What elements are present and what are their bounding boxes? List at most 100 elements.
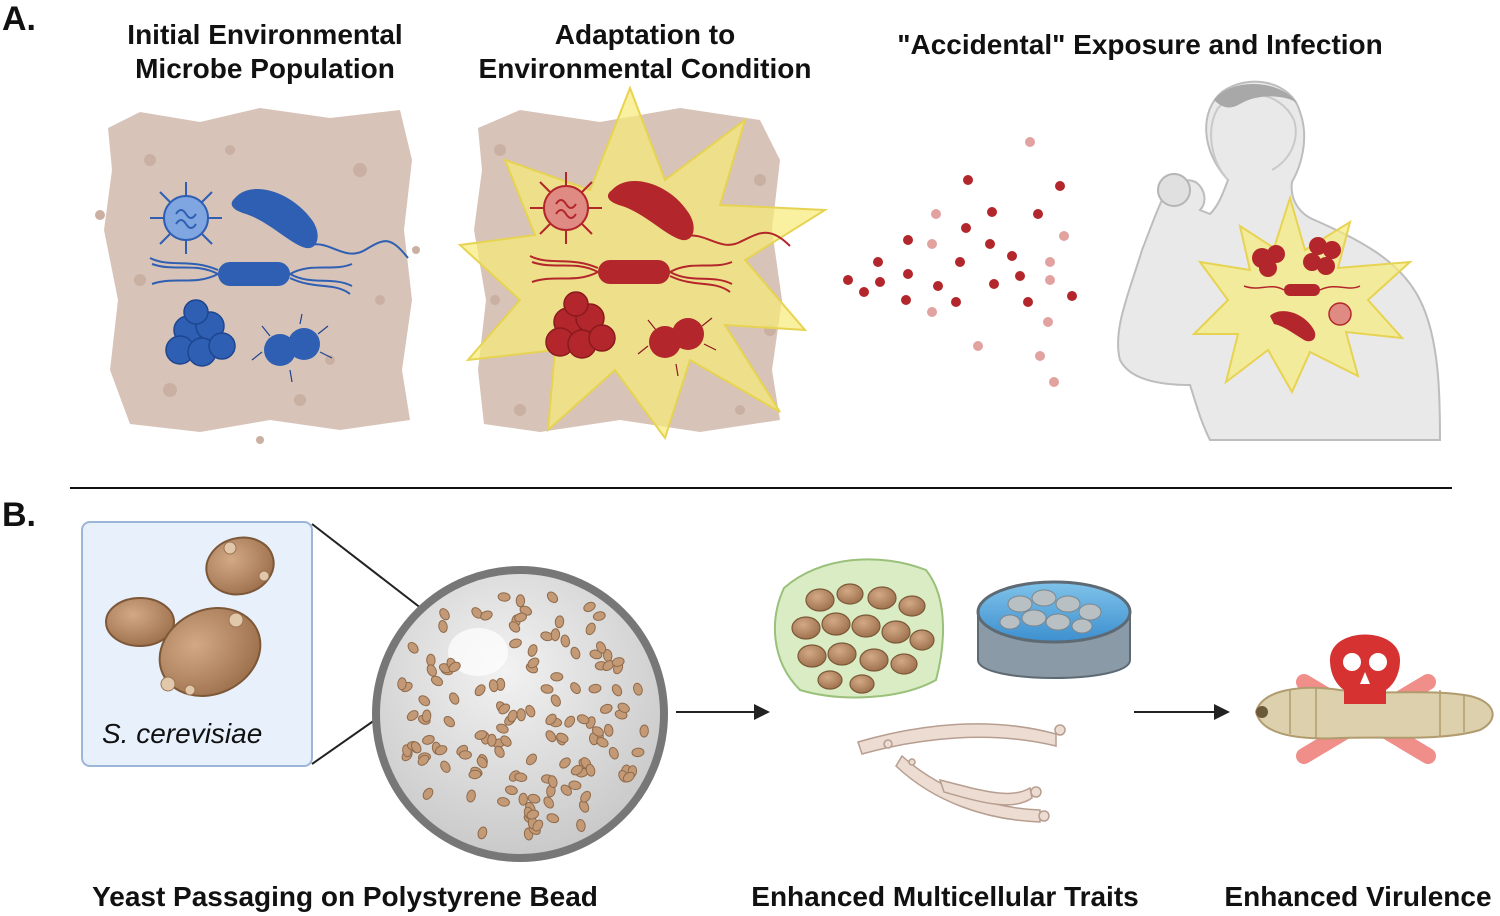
bead-yeast-cell [527, 644, 538, 657]
bead-yeast-cell [496, 723, 509, 734]
bead-yeast-cell [443, 715, 456, 728]
panel-b-letter: B. [2, 496, 36, 534]
step1-label-line2: Microbe Population [135, 53, 395, 84]
bead-yeast-cell [611, 684, 623, 697]
bead-yeast-cell [480, 610, 493, 621]
bead-yeast-cell [426, 664, 437, 677]
bead-yeast-cell [527, 657, 540, 669]
bead-yeast-cell [422, 734, 435, 745]
bead-yeast-cell [588, 683, 602, 694]
blue-diplococcus-icon [251, 313, 333, 383]
bead-yeast-cell [494, 745, 505, 758]
bead-yeast-cell [440, 760, 451, 773]
bead-yeast-cell [545, 713, 557, 726]
bead-yeast-cell [595, 641, 607, 654]
bead-yeast-cell [617, 702, 630, 713]
lung-microbes-group [1243, 237, 1361, 342]
step1-label-line1: Initial Environmental [127, 19, 403, 50]
bead-yeast-cell [591, 726, 604, 737]
bead-yeast-cell [417, 754, 430, 766]
pseudohyphae-chains [857, 723, 1066, 823]
bead-yeast-cell [556, 732, 569, 743]
bead-yeast-cell [397, 677, 407, 691]
bead-yeast-cell [498, 703, 511, 715]
bead-yeast-cell [622, 771, 635, 783]
bead-yeast-cell [487, 733, 497, 747]
step1-label: Initial Environmental Microbe Population [110, 18, 420, 86]
bead-yeast-cell [525, 704, 536, 718]
polystyrene-bead [372, 566, 668, 862]
bead-yeast-cell [466, 789, 476, 803]
bead-yeast-cell [547, 775, 558, 788]
red-rod-bacterium-icon [607, 181, 791, 247]
bead-yeast-cell [516, 708, 526, 722]
step2-label-line2: Environmental Condition [478, 53, 812, 84]
bead-yeast-cell [550, 672, 564, 682]
bead-yeast-cell [633, 682, 643, 696]
bead-yeast-cell [515, 594, 526, 608]
bead-yeast-cell [526, 809, 540, 820]
bead-yeast-cell [560, 634, 571, 648]
bead-yeast-cell [570, 682, 581, 695]
virulence-step-label: Enhanced Virulence [1224, 881, 1492, 912]
blue-virus-icon [150, 182, 222, 254]
bead-yeast-cell [514, 772, 528, 782]
waxworm-larva [1254, 686, 1494, 740]
bead-yeast-cell [434, 745, 448, 756]
blue-cluster-cocci-icon [165, 299, 236, 367]
bead-yeast-cell [504, 785, 518, 796]
blue-rod-bacterium-icon [231, 189, 409, 259]
bead-yeast-cell [474, 730, 488, 740]
bead-yeast-cell [576, 819, 586, 832]
bead-yeast-cell [508, 621, 521, 633]
bead-yeast-cell [583, 601, 596, 613]
water-dish [976, 580, 1132, 679]
bead-yeast-cell [497, 592, 511, 602]
bead-yeast-cell [592, 611, 606, 621]
bead-yeast-cell [546, 813, 560, 824]
bead-yeast-cell [497, 797, 510, 807]
step3-label: "Accidental" Exposure and Infection [897, 29, 1383, 60]
red-cluster-cocci-icon [545, 291, 616, 359]
yeast-zoom-inset [81, 521, 313, 767]
bead-yeast-cell [585, 622, 596, 636]
bead-yeast-cell [507, 709, 518, 723]
bead-yeast-cell [532, 819, 544, 832]
bead-yeast-cell [500, 735, 512, 747]
bead-yeast-cell [585, 763, 596, 777]
bead-yeast-cell [639, 724, 649, 738]
bead-yeast-cell [589, 649, 603, 660]
biofilm-cluster [774, 558, 945, 699]
step2-label: Adaptation to Environmental Condition [470, 18, 820, 86]
bead-yeast-cell [518, 792, 528, 806]
species-label: S. cerevisiae [102, 718, 263, 749]
bead-yeast-cell [546, 591, 559, 604]
bead-yeast-cell [570, 646, 581, 660]
bead-yeast-cell [576, 714, 590, 725]
bead-yeast-cell [554, 615, 565, 629]
bead-yeast-cell [631, 747, 645, 758]
fist-icon [1157, 173, 1191, 207]
bead-yeast-cell [603, 723, 614, 737]
bead-yeast-cell [560, 784, 572, 796]
bead-yeast-cell [449, 692, 460, 705]
bead-yeast-cell [410, 741, 422, 754]
bead-yeast-cell [580, 790, 592, 803]
bead-yeast-cell [406, 710, 419, 722]
bead-yeast-cell [559, 757, 571, 769]
bead-yeast-cell [596, 737, 609, 748]
traits-step-label: Enhanced Multicellular Traits [751, 881, 1139, 912]
bead-yeast-cell [438, 620, 448, 633]
bead-yeast-cell [407, 641, 419, 654]
bead-yeast-cell [448, 661, 461, 673]
arrow-to-virulence [1134, 704, 1230, 720]
bead-yeast-cell [550, 628, 561, 642]
bead-yeast-cell [439, 608, 450, 621]
skull-icon [1330, 634, 1400, 704]
bead-yeast-cell [477, 826, 488, 840]
bead-yeast-cell [525, 753, 538, 766]
arrow-to-traits [676, 704, 770, 720]
bead-yeast-cell [421, 709, 432, 723]
bead-yeast-cell [509, 638, 522, 649]
